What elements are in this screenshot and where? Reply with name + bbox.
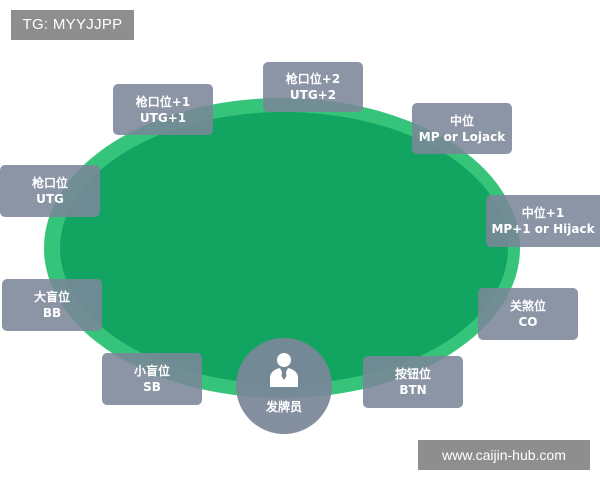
- seat-utg: 枪口位 UTG: [0, 165, 100, 217]
- seat-co: 关煞位 CO: [478, 288, 578, 340]
- seat-mp1-en-label: MP+1 or Hijack: [491, 222, 595, 236]
- seat-sb: 小盲位 SB: [102, 353, 202, 405]
- seat-btn: 按钮位 BTN: [363, 356, 463, 408]
- seat-sb-en-label: SB: [143, 380, 161, 394]
- seat-bb: 大盲位 BB: [2, 279, 102, 331]
- seat-utg1: 枪口位+1 UTG+1: [113, 84, 213, 135]
- seat-co-en-label: CO: [518, 315, 538, 329]
- seat-co-cn-label: 关煞位: [509, 299, 546, 313]
- seat-utg-cn-label: 枪口位: [31, 176, 68, 190]
- seat-utg-en-label: UTG: [36, 192, 64, 206]
- seat-utg1-en-label: UTG+1: [139, 110, 187, 125]
- seat-utg2-cn-label: 枪口位+2: [285, 72, 341, 86]
- seat-btn-en-label: BTN: [399, 383, 427, 397]
- seat-mp: 中位 MP or Lojack: [412, 103, 512, 154]
- seat-mp-en-label: MP or Lojack: [418, 129, 506, 144]
- seat-bb-cn-label: 大盲位: [33, 290, 70, 304]
- seat-bb-en-label: BB: [42, 306, 62, 320]
- seat-mp1-cn-label: 中位+1: [521, 206, 565, 220]
- tg-badge: TG: MYYJJPP: [11, 10, 134, 40]
- seat-utg2: 枪口位+2 UTG+2: [263, 62, 363, 112]
- dealer-label: 发牌员: [265, 400, 302, 414]
- seat-btn-cn-label: 按钮位: [394, 367, 431, 381]
- seat-mp-cn-label: 中位: [449, 113, 474, 128]
- seat-sb-cn-label: 小盲位: [133, 364, 170, 378]
- seat-mp1: 中位+1 MP+1 or Hijack: [486, 195, 600, 247]
- dealer-person-icon: [270, 353, 298, 387]
- seat-utg2-en-label: UTG+2: [289, 88, 337, 102]
- dealer-seat: 发牌员: [236, 338, 332, 434]
- seat-utg1-cn-label: 枪口位+1: [135, 94, 191, 109]
- watermark: www.caijin-hub.com: [418, 440, 590, 470]
